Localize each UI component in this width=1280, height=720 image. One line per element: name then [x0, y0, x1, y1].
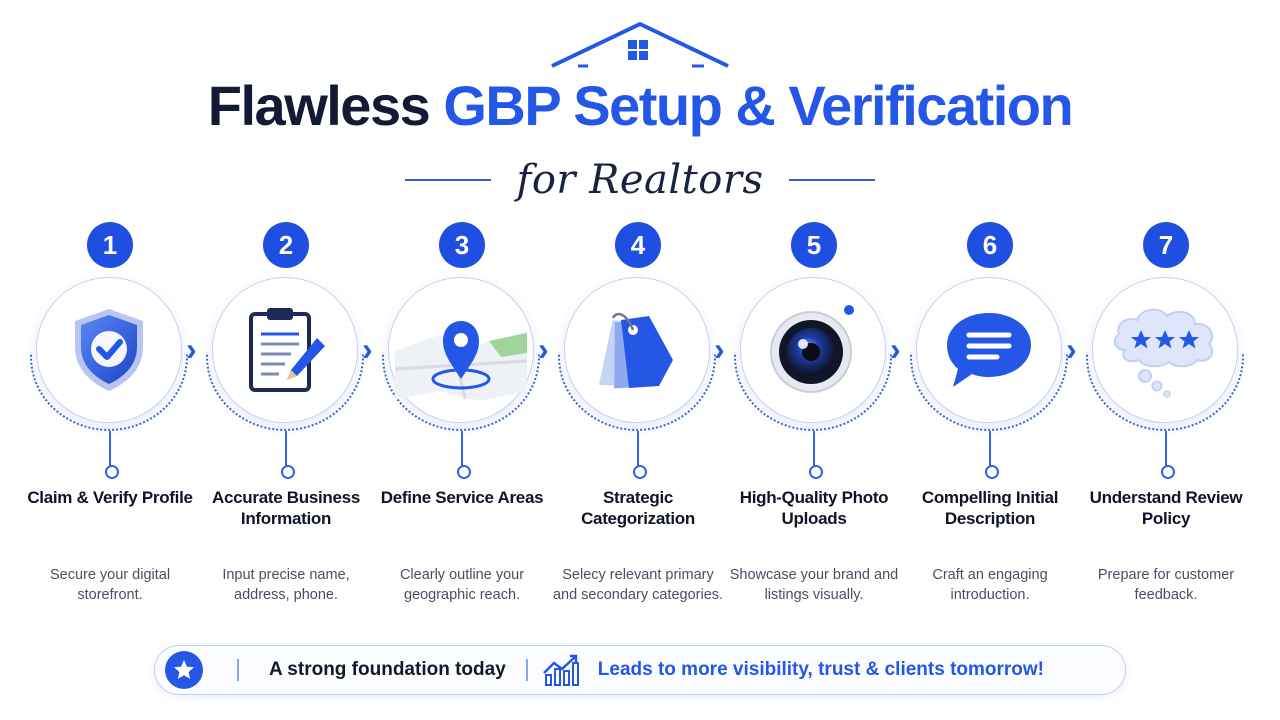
title-blue-part: GBP Setup & Verification: [443, 74, 1073, 137]
subtitle-divider-right: [789, 179, 876, 181]
step-number: 4: [615, 222, 661, 268]
step-icon-ring: [734, 275, 892, 431]
step-number: 1: [87, 222, 133, 268]
step-icon-ring: [1086, 275, 1244, 431]
chevron-right-icon: ›: [1066, 331, 1077, 367]
step-description: Prepare for customer feedback.: [1097, 567, 1235, 603]
step-number: 2: [263, 222, 309, 268]
chevron-right-icon: ›: [890, 331, 901, 367]
step-connector: [633, 431, 647, 479]
subtitle-divider-left: [404, 179, 491, 181]
page-subtitle: for Realtors: [516, 157, 764, 203]
subtitle-row: for Realtors: [0, 150, 1280, 210]
step-connector: [457, 431, 471, 479]
step-icon-ring: [910, 275, 1068, 431]
footer-right-text: Leads to more visibility, trust & client…: [597, 659, 1045, 680]
step-title: Accurate Business Information: [212, 488, 360, 528]
step-description: Showcase your brand and listings visuall…: [729, 567, 899, 603]
step-title: High-Quality Photo Uploads: [739, 488, 889, 528]
tags-icon: [598, 312, 673, 389]
step-2: 2 Accurate Business Information Input p: [198, 222, 374, 622]
page-title: Flawless GBP Setup & Verification: [0, 74, 1280, 138]
footer-divider: [525, 659, 528, 681]
shield-check-icon: [75, 309, 143, 391]
step-icon-ring: [382, 275, 540, 431]
step-number: 6: [967, 222, 1013, 268]
step-connector: [281, 431, 295, 479]
steps-row: 1 Claim & Verify Profile Secure: [22, 222, 1258, 622]
step-connector: [809, 431, 823, 479]
step-description: Selecy relevant primary and secondary ca…: [552, 567, 724, 603]
footer-divider: [237, 659, 239, 681]
star-icon: [165, 651, 203, 689]
title-dark-part: Flawless: [207, 74, 431, 137]
step-description: Clearly outline your geographic reach.: [399, 567, 525, 603]
step-number: 7: [1143, 222, 1189, 268]
camera-lens-icon: [770, 305, 854, 393]
step-icon-ring: [206, 275, 364, 431]
step-description: Craft an engaging introduction.: [932, 567, 1048, 603]
step-title: Understand Review Policy: [1089, 488, 1243, 528]
step-number: 3: [439, 222, 485, 268]
step-number: 5: [791, 222, 837, 268]
step-7: 7 Understand Review Policy Prepare for c…: [1078, 222, 1254, 622]
step-3: 3 Define Service Areas Clearly outline y…: [374, 222, 550, 622]
step-description: Secure your digital storefront.: [49, 567, 171, 603]
map-pin-icon: [394, 321, 528, 401]
chat-bubble-icon: [947, 313, 1031, 387]
step-1: 1 Claim & Verify Profile Secure: [22, 222, 198, 622]
step-connector: [1161, 431, 1175, 479]
step-icon-ring: [558, 275, 716, 431]
clipboard-pencil-icon: [249, 308, 325, 392]
step-6: 6 Compelling Initial Description Craft a…: [902, 222, 1078, 622]
step-4: 4 Strategic Categorization Selecy r: [550, 222, 726, 622]
chevron-right-icon: ›: [714, 331, 725, 367]
chevron-right-icon: ›: [538, 331, 549, 367]
chevron-right-icon: ›: [362, 331, 373, 367]
growth-chart-icon: [542, 654, 579, 686]
step-icon-ring: [30, 275, 188, 431]
review-stars-icon: [1113, 308, 1214, 398]
step-5: 5: [726, 222, 902, 622]
chevron-right-icon: ›: [186, 331, 197, 367]
step-title: Define Service Areas: [380, 488, 544, 507]
step-connector: [985, 431, 999, 479]
step-title: Claim & Verify Profile: [27, 488, 193, 507]
step-connector: [105, 431, 119, 479]
footer-banner: A strong foundation today Leads to more …: [154, 645, 1126, 695]
footer-left-text: A strong foundation today: [269, 659, 506, 680]
house-roof-icon: [551, 22, 729, 68]
step-title: Compelling Initial Description: [921, 488, 1059, 528]
step-title: Strategic Categorization: [581, 488, 695, 528]
step-description: Input precise name, address, phone.: [222, 567, 350, 603]
